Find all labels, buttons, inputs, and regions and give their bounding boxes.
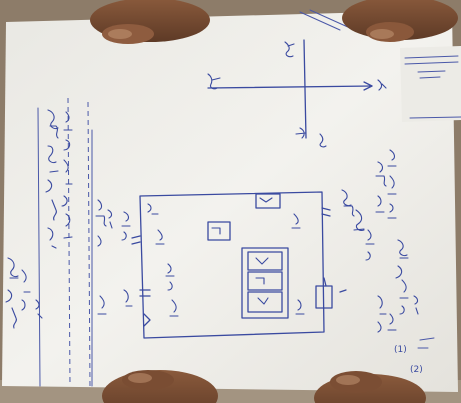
margin-lines xyxy=(37,97,93,387)
mark-2: (2) xyxy=(410,365,423,375)
hand-top-right xyxy=(342,0,458,42)
handwriting-right xyxy=(341,149,419,333)
hand-bottom-left xyxy=(102,370,218,403)
hand-top-left xyxy=(90,0,210,44)
margin-marks: (1) (2) xyxy=(394,337,435,375)
mark-1: (1) xyxy=(394,345,407,355)
box-diagram xyxy=(123,191,347,339)
handwriting-bottom-left xyxy=(5,257,107,329)
paper-sheet-back xyxy=(400,46,461,122)
axis-sketch xyxy=(207,39,387,148)
paper-sheet xyxy=(2,10,458,392)
handwriting-left xyxy=(45,109,131,249)
hand-bottom-right xyxy=(314,371,426,403)
